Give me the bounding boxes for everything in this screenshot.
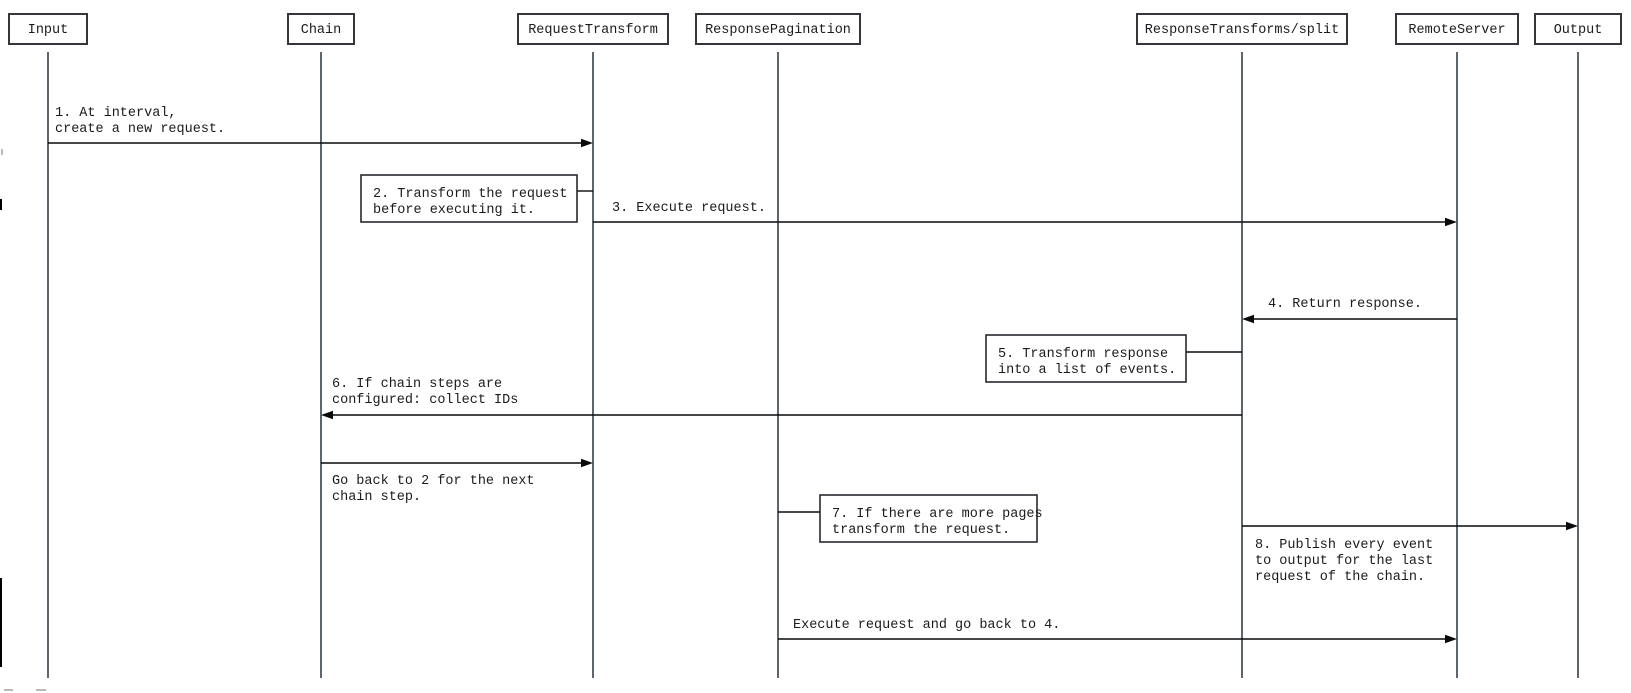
participant-request-transform: RequestTransform xyxy=(517,13,669,45)
message-8-publish-events: 8. Publish every event to output for the… xyxy=(1242,521,1578,585)
left-edge-speck-artifact xyxy=(1,149,3,155)
note-7-text-line1: 7. If there are more pages xyxy=(832,507,1043,522)
left-edge-tick-artifact xyxy=(0,199,2,210)
bottom-edge-dash-artifact-1 xyxy=(4,689,13,691)
participant-remote-server-label: RemoteServer xyxy=(1408,23,1505,38)
participant-remote-server: RemoteServer xyxy=(1395,13,1519,45)
note-5-transform-response: 5. Transform response into a list of eve… xyxy=(985,334,1242,383)
note-2-transform-request: 2. Transform the request before executin… xyxy=(360,174,593,223)
participant-output-label: Output xyxy=(1554,23,1603,38)
note-5-text-line1: 5. Transform response xyxy=(998,347,1168,362)
message-execute-again: Execute request and go back to 4. xyxy=(778,618,1457,644)
message-8-text-line1: 8. Publish every event xyxy=(1255,538,1433,553)
message-8-text-line2: to output for the last xyxy=(1255,554,1433,569)
note-7-text-line2: transform the request. xyxy=(832,523,1010,538)
participant-input: Input xyxy=(8,13,88,45)
participant-request-transform-label: RequestTransform xyxy=(528,23,658,38)
participant-chain-label: Chain xyxy=(301,23,342,38)
message-1-create-request: 1. At interval, create a new request. xyxy=(48,106,593,148)
message-go-back-to-2: Go back to 2 for the next chain step. xyxy=(321,458,593,505)
arrowhead-right-icon xyxy=(581,458,593,468)
participant-chain: Chain xyxy=(287,13,355,45)
participant-response-transforms-split-label: ResponseTransforms/split xyxy=(1145,23,1339,38)
message-go-back-text-line1: Go back to 2 for the next xyxy=(332,474,535,489)
message-4-return-response: 4. Return response. xyxy=(1242,297,1457,324)
bottom-edge-dash-artifact-2 xyxy=(36,689,46,691)
arrowhead-right-icon xyxy=(1566,521,1578,531)
message-go-back-text-line2: chain step. xyxy=(332,490,421,505)
participant-response-pagination: ResponsePagination xyxy=(695,13,861,45)
arrowhead-left-icon xyxy=(1242,314,1254,324)
message-8-text-line3: request of the chain. xyxy=(1255,570,1425,585)
note-2-text-line2: before executing it. xyxy=(373,203,535,218)
participant-input-label: Input xyxy=(28,23,69,38)
message-execute-again-text: Execute request and go back to 4. xyxy=(793,618,1060,633)
note-5-text-line2: into a list of events. xyxy=(998,363,1176,378)
message-6-text-line2: configured: collect IDs xyxy=(332,393,518,408)
note-2-text-line1: 2. Transform the request xyxy=(373,187,567,202)
message-3-text: 3. Execute request. xyxy=(612,201,766,216)
arrowhead-right-icon xyxy=(581,138,593,148)
participant-response-pagination-label: ResponsePagination xyxy=(705,23,851,38)
message-1-text-line2: create a new request. xyxy=(55,122,225,137)
note-7-more-pages: 7. If there are more pages transform the… xyxy=(778,494,1043,543)
message-4-text: 4. Return response. xyxy=(1268,297,1422,312)
arrowhead-left-icon xyxy=(321,410,333,420)
arrowhead-right-icon xyxy=(1445,217,1457,227)
participant-output: Output xyxy=(1534,13,1622,45)
participant-response-transforms-split: ResponseTransforms/split xyxy=(1136,13,1348,45)
arrowhead-right-icon xyxy=(1445,634,1457,644)
message-3-execute-request: 3. Execute request. xyxy=(593,201,1457,227)
message-6-collect-ids: 6. If chain steps are configured: collec… xyxy=(321,377,1242,420)
message-6-text-line1: 6. If chain steps are xyxy=(332,377,502,392)
message-1-text-line1: 1. At interval, xyxy=(55,106,177,121)
left-edge-line-artifact xyxy=(0,578,2,667)
